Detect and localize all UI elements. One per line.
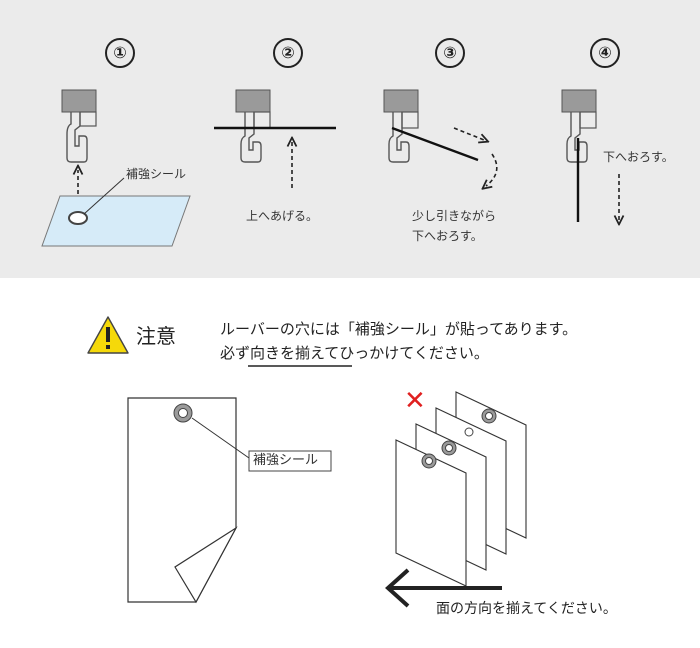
reinforcement-seal [68, 211, 88, 225]
step2-instruction: 上へあげる。 [246, 209, 319, 223]
caution-line2-post: ひっかけてください。 [339, 344, 489, 362]
step1-number: ① [105, 38, 135, 68]
align-direction-arrow [385, 568, 502, 608]
step1-hook [61, 89, 97, 163]
louver-sheet [41, 195, 191, 247]
wrong-mark: ✕ [404, 386, 426, 416]
step3-number: ③ [435, 38, 465, 68]
step3-instruction-line2: 下へおろす。 [412, 229, 483, 243]
caution-line2-pre: 必ず [220, 344, 251, 362]
step3-louver-edge [391, 126, 479, 162]
seal-label: 補強シール [253, 453, 319, 468]
stack-hole-front [425, 457, 433, 465]
caution-line2: 必ず向きを揃えてひっかけてください。 [220, 342, 489, 364]
seal-leader-line [191, 417, 250, 459]
louver-folded-corner [174, 526, 238, 604]
step4-number: ④ [590, 38, 620, 68]
caution-title: 注意 [136, 324, 176, 348]
step3-hook [383, 89, 419, 163]
step4-hook [561, 89, 597, 163]
caution-line1: ルーバーの穴には「補強シール」が貼ってあります。 [220, 320, 578, 338]
warning-icon [87, 316, 129, 354]
louver-hole [178, 408, 188, 418]
step3-down-curve-arrow [486, 153, 498, 186]
step2-hook [235, 89, 271, 163]
step4-instruction: 下へおろす。 [603, 150, 674, 164]
stack-hole-back [485, 412, 493, 420]
step1-leader-line [83, 177, 125, 215]
stack-hole-mid [445, 444, 453, 452]
stack-hole-plain [464, 427, 474, 437]
step3-pull-arrow [453, 127, 484, 140]
louver-stack [395, 391, 527, 587]
caution-line2-underlined: 向きを揃えて [250, 344, 340, 362]
align-instruction: 面の方向を揃えてください。 [436, 601, 617, 617]
step2-number: ② [273, 38, 303, 68]
seal-label-box [248, 450, 332, 472]
step3-instruction-line1: 少し引きながら [412, 209, 497, 223]
step1-seal-label: 補強シール [126, 167, 187, 181]
